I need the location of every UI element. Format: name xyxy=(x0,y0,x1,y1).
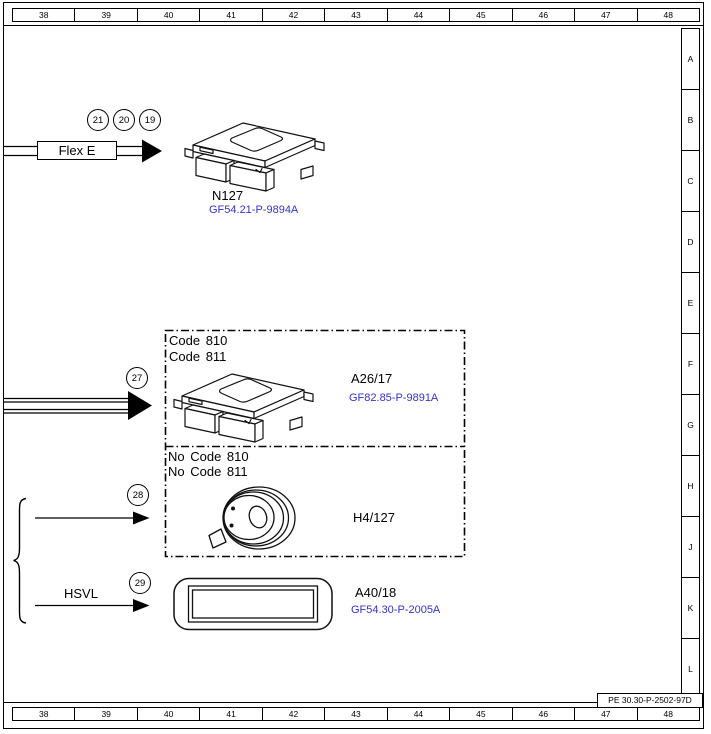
column-ruler-top: 38 39 40 41 42 43 44 45 46 47 48 xyxy=(12,8,700,22)
a26-17-code-label: A26/17 xyxy=(351,371,393,386)
inner-frame-top-line xyxy=(3,25,704,26)
column-label: 44 xyxy=(386,9,449,21)
row-label: F xyxy=(682,333,699,394)
column-label: 42 xyxy=(261,708,324,720)
a40-18-code-label: A40/18 xyxy=(355,585,397,600)
row-label: K xyxy=(682,577,699,638)
flex-e-wire-label: Flex E xyxy=(37,141,117,160)
row-label: C xyxy=(682,150,699,211)
column-label: 47 xyxy=(574,9,636,21)
callout-20: 20 xyxy=(113,109,135,131)
column-label: 48 xyxy=(636,708,699,720)
callout-28: 28 xyxy=(127,484,149,506)
column-label: 40 xyxy=(136,708,199,720)
row-label: H xyxy=(682,455,699,516)
column-label: 47 xyxy=(574,708,636,720)
row-label: D xyxy=(682,211,699,272)
page-border xyxy=(3,2,704,729)
callout-21: 21 xyxy=(87,109,109,131)
n127-code-label: N127 xyxy=(212,188,244,203)
column-ruler-bottom: 38 39 40 41 42 43 44 45 46 47 48 xyxy=(12,707,700,721)
column-label: 41 xyxy=(199,9,261,21)
condition-no-code-810: No Code 810 xyxy=(168,449,249,464)
document-reference: PE 30.30-P-2502-97D xyxy=(597,693,703,708)
condition-code-811: Code 811 xyxy=(169,349,227,364)
condition-no-code-811: No Code 811 xyxy=(168,464,248,479)
h4-127-code-label: H4/127 xyxy=(353,510,395,525)
hsvl-wire-label: HSVL xyxy=(64,586,98,601)
column-label: 43 xyxy=(324,708,386,720)
row-label: J xyxy=(682,516,699,577)
a40-18-document-link[interactable]: GF54.30-P-2005A xyxy=(351,604,441,616)
column-label: 41 xyxy=(199,708,261,720)
row-label: E xyxy=(682,272,699,333)
n127-document-link[interactable]: GF54.21-P-9894A xyxy=(209,204,299,216)
column-label: 39 xyxy=(74,708,136,720)
row-label: A xyxy=(687,54,694,64)
row-label: G xyxy=(682,394,699,455)
row-ruler-right: A B C D E F G H J K L xyxy=(681,28,700,700)
row-label: L xyxy=(682,638,699,699)
row-label: B xyxy=(682,89,699,150)
inner-frame-bottom-line xyxy=(3,702,704,703)
column-label: 44 xyxy=(386,708,449,720)
column-label: 40 xyxy=(136,9,199,21)
callout-19: 19 xyxy=(139,109,161,131)
column-label: 38 xyxy=(38,10,49,20)
column-label: 46 xyxy=(511,708,574,720)
callout-27: 27 xyxy=(126,367,148,389)
callout-29: 29 xyxy=(129,572,151,594)
column-label: 45 xyxy=(449,9,511,21)
a26-17-document-link[interactable]: GF82.85-P-9891A xyxy=(349,392,439,404)
column-label: 42 xyxy=(261,9,324,21)
column-label: 45 xyxy=(449,708,511,720)
condition-code-810: Code 810 xyxy=(169,333,228,348)
column-label: 43 xyxy=(324,9,386,21)
column-label: 38 xyxy=(38,709,49,719)
column-label: 46 xyxy=(511,9,574,21)
column-label: 48 xyxy=(636,9,699,21)
column-label: 39 xyxy=(74,9,136,21)
